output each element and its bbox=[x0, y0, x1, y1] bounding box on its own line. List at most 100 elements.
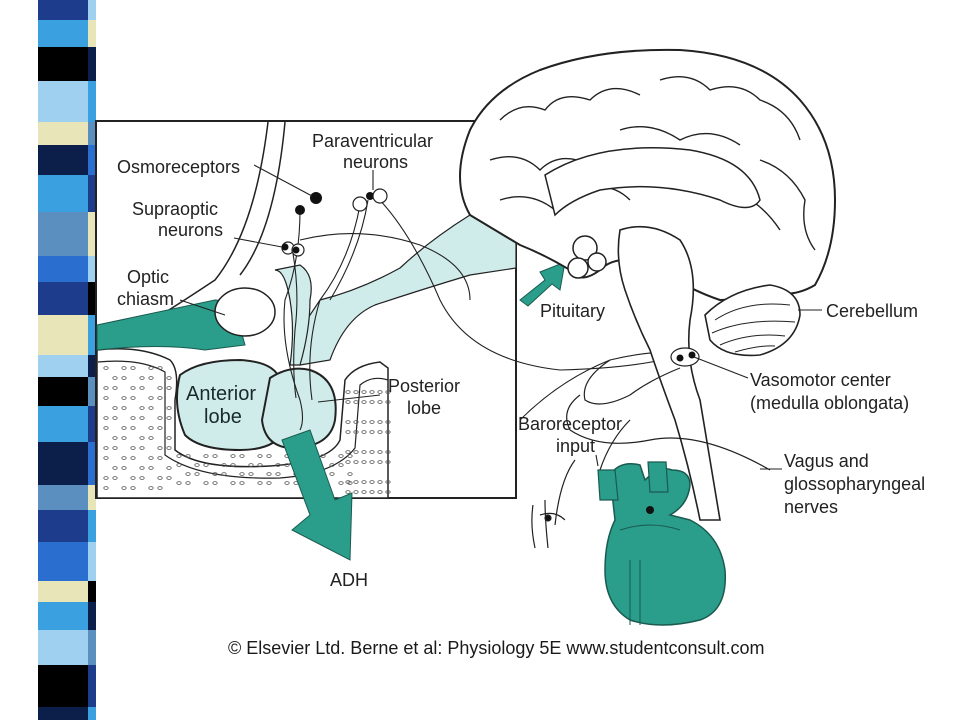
bone-dot bbox=[347, 454, 353, 458]
bone-dot bbox=[148, 366, 154, 370]
bone-dot bbox=[148, 436, 154, 440]
bone-dot bbox=[369, 480, 375, 484]
bone-dot bbox=[139, 376, 145, 380]
bone-dot bbox=[157, 416, 163, 420]
bone-dot bbox=[121, 436, 127, 440]
bone-dot bbox=[239, 481, 245, 485]
bone-dot bbox=[103, 486, 109, 490]
bone-dot bbox=[338, 463, 344, 467]
bone-dot bbox=[212, 454, 218, 458]
stripe-edge-block bbox=[88, 175, 96, 212]
bone-dot bbox=[353, 460, 359, 464]
bone-dot bbox=[166, 446, 172, 450]
bone-dot bbox=[130, 386, 136, 390]
bone-dot bbox=[157, 486, 163, 490]
stripe-block bbox=[38, 542, 88, 581]
bone-dot bbox=[112, 376, 118, 380]
bone-dot bbox=[377, 390, 383, 394]
bone-dot bbox=[230, 481, 236, 485]
bone-dot bbox=[121, 376, 127, 380]
bone-dot bbox=[361, 460, 367, 464]
bone-dot bbox=[194, 472, 200, 476]
bone-dot bbox=[257, 481, 263, 485]
bone-dot bbox=[130, 416, 136, 420]
brain-gyri bbox=[489, 76, 816, 251]
pituitary-stalk bbox=[274, 264, 312, 366]
bone-dot bbox=[130, 366, 136, 370]
bone-dot bbox=[369, 400, 375, 404]
bone-dot bbox=[176, 463, 182, 467]
bone-dot bbox=[345, 400, 351, 404]
bone-dot bbox=[239, 454, 245, 458]
bone-dot bbox=[353, 400, 359, 404]
bone-dot bbox=[148, 406, 154, 410]
leader-lines bbox=[179, 164, 822, 470]
bone-dot bbox=[361, 450, 367, 454]
bone-dot bbox=[130, 426, 136, 430]
label-paraventricular-1: Paraventricular bbox=[312, 131, 433, 151]
stripe-block bbox=[38, 175, 88, 212]
bone-dot bbox=[121, 466, 127, 470]
stripe-block bbox=[38, 707, 88, 720]
stripe-edge-block bbox=[88, 630, 96, 665]
stripe-block bbox=[38, 485, 88, 510]
bone-dot bbox=[361, 390, 367, 394]
bone-dot bbox=[103, 416, 109, 420]
label-anterior-1: Anterior bbox=[186, 383, 256, 405]
label-cerebellum: Cerebellum bbox=[826, 301, 918, 321]
stripe-block bbox=[38, 602, 88, 630]
bone-dot bbox=[130, 456, 136, 460]
bone-dot bbox=[248, 463, 254, 467]
stripe-block bbox=[38, 355, 88, 377]
stripe-edge-block bbox=[88, 406, 96, 442]
bone-dot bbox=[320, 454, 326, 458]
label-posterior-2: lobe bbox=[407, 398, 441, 418]
stripe-block bbox=[38, 581, 88, 602]
bone-dot bbox=[203, 463, 209, 467]
bone-dot bbox=[112, 476, 118, 480]
bone-dot bbox=[385, 490, 391, 494]
pituitary-pointer-arrow bbox=[519, 261, 566, 307]
stripe-block bbox=[38, 442, 88, 485]
stripe-edge-block bbox=[88, 665, 96, 707]
bone-dot bbox=[203, 481, 209, 485]
bone-dot bbox=[139, 446, 145, 450]
bone-dot bbox=[130, 476, 136, 480]
bone-dot bbox=[284, 463, 290, 467]
bone-dot bbox=[221, 463, 227, 467]
bone-dot bbox=[347, 472, 353, 476]
label-vasomotor-1: Vasomotor center bbox=[750, 370, 891, 390]
stripe-edge-block bbox=[88, 20, 96, 47]
bone-dot bbox=[103, 366, 109, 370]
stripe-block bbox=[38, 630, 88, 665]
bone-dot bbox=[157, 366, 163, 370]
stripe-edge-block bbox=[88, 145, 96, 175]
stripe-edge-block bbox=[88, 510, 96, 542]
bone-dot bbox=[112, 386, 118, 390]
bone-dot bbox=[248, 472, 254, 476]
bone-dot bbox=[230, 454, 236, 458]
stripe-edge-block bbox=[88, 212, 96, 256]
bone-dot bbox=[139, 436, 145, 440]
bone-dot bbox=[345, 460, 351, 464]
label-vasomotor-2: (medulla oblongata) bbox=[750, 393, 909, 413]
label-adh: ADH bbox=[330, 570, 368, 590]
bone-dot bbox=[130, 446, 136, 450]
bone-dot bbox=[257, 454, 263, 458]
pituitary-gland bbox=[567, 235, 607, 279]
bone-dot bbox=[112, 446, 118, 450]
bone-dot bbox=[361, 490, 367, 494]
bone-dot bbox=[103, 446, 109, 450]
bone-dot bbox=[148, 456, 154, 460]
bone-dot bbox=[353, 490, 359, 494]
bone-dot bbox=[112, 416, 118, 420]
bone-dot bbox=[266, 472, 272, 476]
vasomotor-center bbox=[670, 347, 700, 367]
bone-dot bbox=[369, 460, 375, 464]
bone-dot bbox=[385, 480, 391, 484]
bone-dot bbox=[230, 463, 236, 467]
bone-dot bbox=[266, 481, 272, 485]
bone-dot bbox=[338, 454, 344, 458]
stripe-block bbox=[38, 20, 88, 47]
stripe-edge-block bbox=[88, 485, 96, 510]
